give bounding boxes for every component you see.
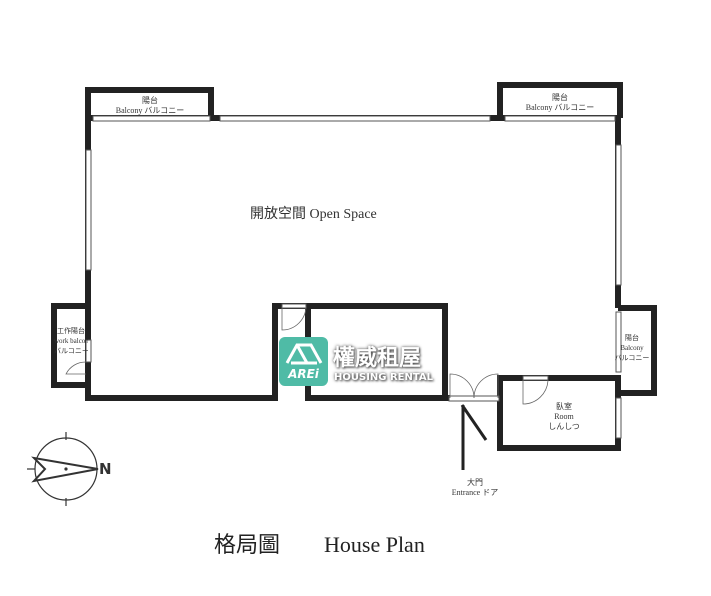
watermark-brand-en: HOUSING RENTAL — [334, 372, 434, 383]
balcony-right-zh: 陽台 — [625, 334, 639, 342]
watermark-logo-text: AREi — [288, 367, 319, 381]
work-balcony-en: work balcony — [54, 337, 88, 345]
balcony-right-ja: バルコニー — [614, 354, 650, 362]
entrance-door-leaf — [460, 404, 488, 441]
balcony-left-wall — [85, 87, 214, 118]
plan-title: 格局圖 House Plan — [214, 532, 425, 557]
balcony-right-label: 陽台 Balcony バルコニー — [612, 333, 652, 363]
walls — [51, 82, 657, 451]
bedroom-label: 臥室 Room しんしつ — [534, 402, 594, 432]
entrance-en: Entrance ドア — [451, 488, 499, 497]
compass-north-label: N — [99, 460, 112, 478]
bedroom-wall — [497, 375, 621, 451]
door-swings — [65, 305, 549, 405]
bedroom-ja: しんしつ — [548, 422, 580, 431]
balcony-left-zh: 陽台 — [142, 96, 158, 105]
right-balcony-wall — [615, 305, 657, 448]
balcony-right-top-zh: 陽台 — [552, 93, 568, 102]
watermark-logo: AREi — [279, 337, 328, 386]
compass-icon — [27, 432, 99, 506]
balcony-right-top-wall — [497, 82, 623, 118]
watermark-brand-zh: 權威租屋 — [333, 346, 422, 371]
work-balcony-ja: バルコニー — [54, 347, 88, 355]
work-balcony-label: 工作陽台 work balcony バルコニー — [54, 326, 88, 356]
balcony-left-label: 陽台 Balcony バルコニー — [100, 96, 200, 116]
balcony-right-top-en: Balcony バルコニー — [525, 103, 595, 112]
work-balcony-wall — [51, 303, 88, 388]
entrance-zh: 大門 — [467, 478, 483, 487]
house-icon — [285, 343, 323, 365]
bedroom-zh: 臥室 — [556, 402, 572, 411]
main-outline-wall — [85, 118, 308, 401]
balcony-right-top-label: 陽台 Balcony バルコニー — [510, 93, 610, 113]
entrance-label: 大門 Entrance ドア — [440, 478, 510, 498]
work-balcony-zh: 工作陽台 — [57, 327, 85, 335]
windows — [85, 115, 622, 439]
open-space-label: 開放空間 Open Space — [250, 207, 377, 222]
balcony-left-en: Balcony バルコニー — [115, 106, 185, 115]
bedroom-en: Room — [554, 412, 574, 421]
balcony-right-en: Balcony — [620, 344, 644, 352]
